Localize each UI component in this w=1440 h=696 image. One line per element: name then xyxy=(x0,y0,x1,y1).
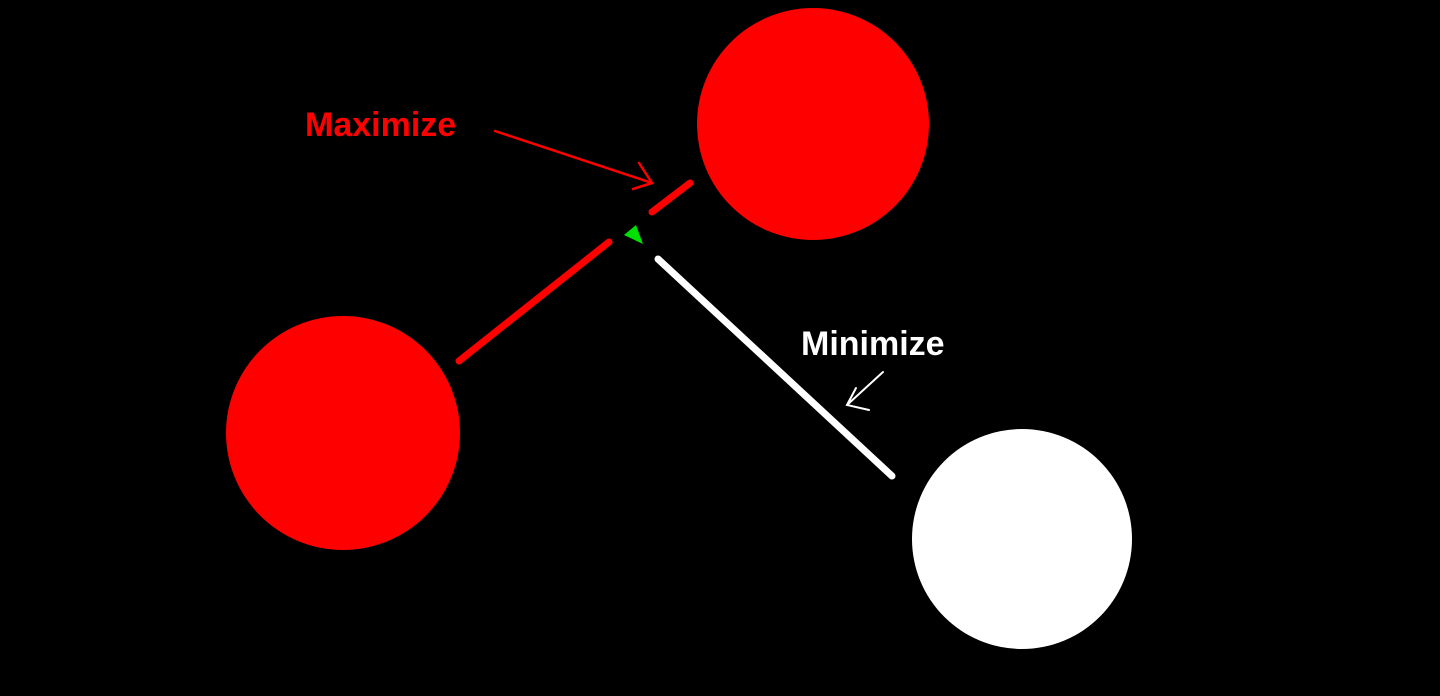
red-circle-upper xyxy=(697,8,929,240)
white-line xyxy=(654,255,896,480)
maximize-arrow xyxy=(493,129,654,191)
minimize-label: Minimize xyxy=(801,325,945,363)
green-triangle-agent-icon xyxy=(624,225,643,244)
white-circle xyxy=(912,429,1132,649)
minimize-arrow xyxy=(845,371,884,411)
red-line-upper-segment xyxy=(648,179,694,216)
red-circle-lower xyxy=(226,316,460,550)
maximize-label: Maximize xyxy=(305,106,456,144)
red-line-lower-segment xyxy=(455,238,613,365)
